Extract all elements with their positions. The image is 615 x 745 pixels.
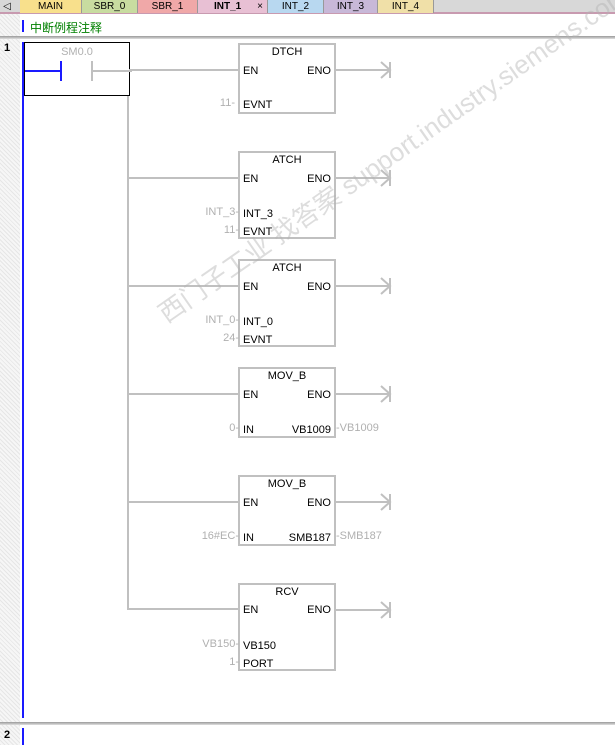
- tab-bar: ◁ MAIN SBR_0 SBR_1 INT_1 × INT_2 INT_3 IN…: [0, 0, 615, 14]
- branch-wire: [127, 96, 129, 610]
- eno-arrow-icon: [335, 493, 392, 511]
- power-rail: [22, 42, 24, 718]
- network-gutter: [0, 14, 20, 745]
- in-pin: IN: [243, 424, 254, 436]
- dtch-box[interactable]: DTCH EN ENO EVNT: [238, 43, 336, 114]
- evnt-value[interactable]: 11-: [219, 97, 235, 109]
- eno-pin: ENO: [307, 281, 331, 293]
- eno-pin: ENO: [307, 65, 331, 77]
- box-title: MOV_B: [267, 478, 307, 490]
- en-pin: EN: [243, 604, 259, 616]
- program-comment[interactable]: 中断例程注释: [20, 16, 615, 36]
- box-title: MOV_B: [267, 370, 307, 382]
- divider: [0, 36, 615, 39]
- contact-address: SM0.0: [61, 46, 93, 58]
- power-rail: [22, 728, 24, 745]
- out-pin: VB1009: [291, 424, 331, 436]
- tab-int-2[interactable]: INT_2: [268, 0, 324, 13]
- box-title: ATCH: [272, 262, 302, 274]
- mov-b-box[interactable]: MOV_B EN ENO IN SMB187: [238, 475, 336, 546]
- contact-sm0-0[interactable]: SM0.0: [24, 42, 132, 96]
- box-title: ATCH: [272, 154, 302, 166]
- out-pin: SMB187: [288, 532, 331, 544]
- evnt-pin: EVNT: [243, 334, 273, 346]
- out-value[interactable]: -SMB187: [336, 530, 382, 542]
- tab-scroll-left[interactable]: ◁: [3, 1, 11, 12]
- in-pin: IN: [243, 532, 254, 544]
- divider: [0, 722, 615, 725]
- comment-text: 中断例程注释: [30, 21, 103, 35]
- box-title: DTCH: [271, 46, 303, 58]
- eno-pin: ENO: [307, 497, 331, 509]
- comment-marker: [22, 20, 24, 32]
- en-pin: EN: [243, 497, 259, 509]
- eno-pin: ENO: [307, 173, 331, 185]
- tab-int-3[interactable]: INT_3: [324, 0, 378, 13]
- rcv-box[interactable]: RCV EN ENO VB150 PORT: [238, 583, 336, 671]
- evnt-pin: EVNT: [243, 99, 273, 111]
- atch-box[interactable]: ATCH EN ENO INT_3 EVNT: [238, 151, 336, 239]
- buffer-value[interactable]: VB150-: [202, 638, 239, 650]
- en-pin: EN: [243, 65, 259, 77]
- tab-int-4[interactable]: INT_4: [378, 0, 434, 13]
- en-pin: EN: [243, 173, 259, 185]
- eno-pin: ENO: [307, 389, 331, 401]
- tab-int-1-label: INT_1: [214, 1, 242, 12]
- tab-main[interactable]: MAIN: [20, 0, 82, 13]
- tab-int-1[interactable]: INT_1 ×: [198, 0, 268, 13]
- in-value[interactable]: 0-: [229, 422, 239, 434]
- in-value[interactable]: 16#EC-: [201, 530, 239, 542]
- eno-arrow-icon: [335, 169, 392, 187]
- wire: [129, 393, 239, 395]
- wire: [127, 608, 239, 610]
- buffer-pin: VB150: [243, 640, 277, 652]
- int-value[interactable]: INT_3-: [205, 206, 239, 218]
- out-value[interactable]: -VB1009: [336, 422, 379, 434]
- en-pin: EN: [243, 281, 259, 293]
- eno-arrow-icon: [335, 61, 392, 79]
- tab-sbr-0[interactable]: SBR_0: [82, 0, 138, 13]
- int-pin: INT_0: [243, 316, 273, 328]
- evnt-value[interactable]: 24-: [223, 332, 239, 344]
- eno-arrow-icon: [335, 277, 392, 295]
- int-pin: INT_3: [243, 208, 273, 220]
- tab-sbr-1[interactable]: SBR_1: [138, 0, 198, 13]
- wire: [129, 501, 239, 503]
- contact-wire-left: [25, 70, 61, 72]
- contact-left-bar: [60, 61, 62, 81]
- eno-arrow-icon: [335, 385, 392, 403]
- en-pin: EN: [243, 389, 259, 401]
- close-icon[interactable]: ×: [257, 1, 263, 12]
- wire: [129, 69, 239, 71]
- box-title: RCV: [275, 586, 299, 598]
- evnt-value[interactable]: 11-: [223, 224, 239, 236]
- network-number: 1: [4, 42, 11, 54]
- mov-b-box[interactable]: MOV_B EN ENO IN VB1009: [238, 367, 336, 438]
- wire: [129, 285, 239, 287]
- eno-pin: ENO: [307, 604, 331, 616]
- port-pin: PORT: [243, 658, 274, 670]
- int-value[interactable]: INT_0-: [205, 314, 239, 326]
- eno-arrow-icon: [335, 601, 392, 619]
- atch-box[interactable]: ATCH EN ENO INT_0 EVNT: [238, 259, 336, 347]
- contact-wire-right: [92, 70, 132, 72]
- port-value[interactable]: 1-: [229, 656, 239, 668]
- evnt-pin: EVNT: [243, 226, 273, 238]
- wire: [129, 177, 239, 179]
- network-number: 2: [4, 729, 11, 741]
